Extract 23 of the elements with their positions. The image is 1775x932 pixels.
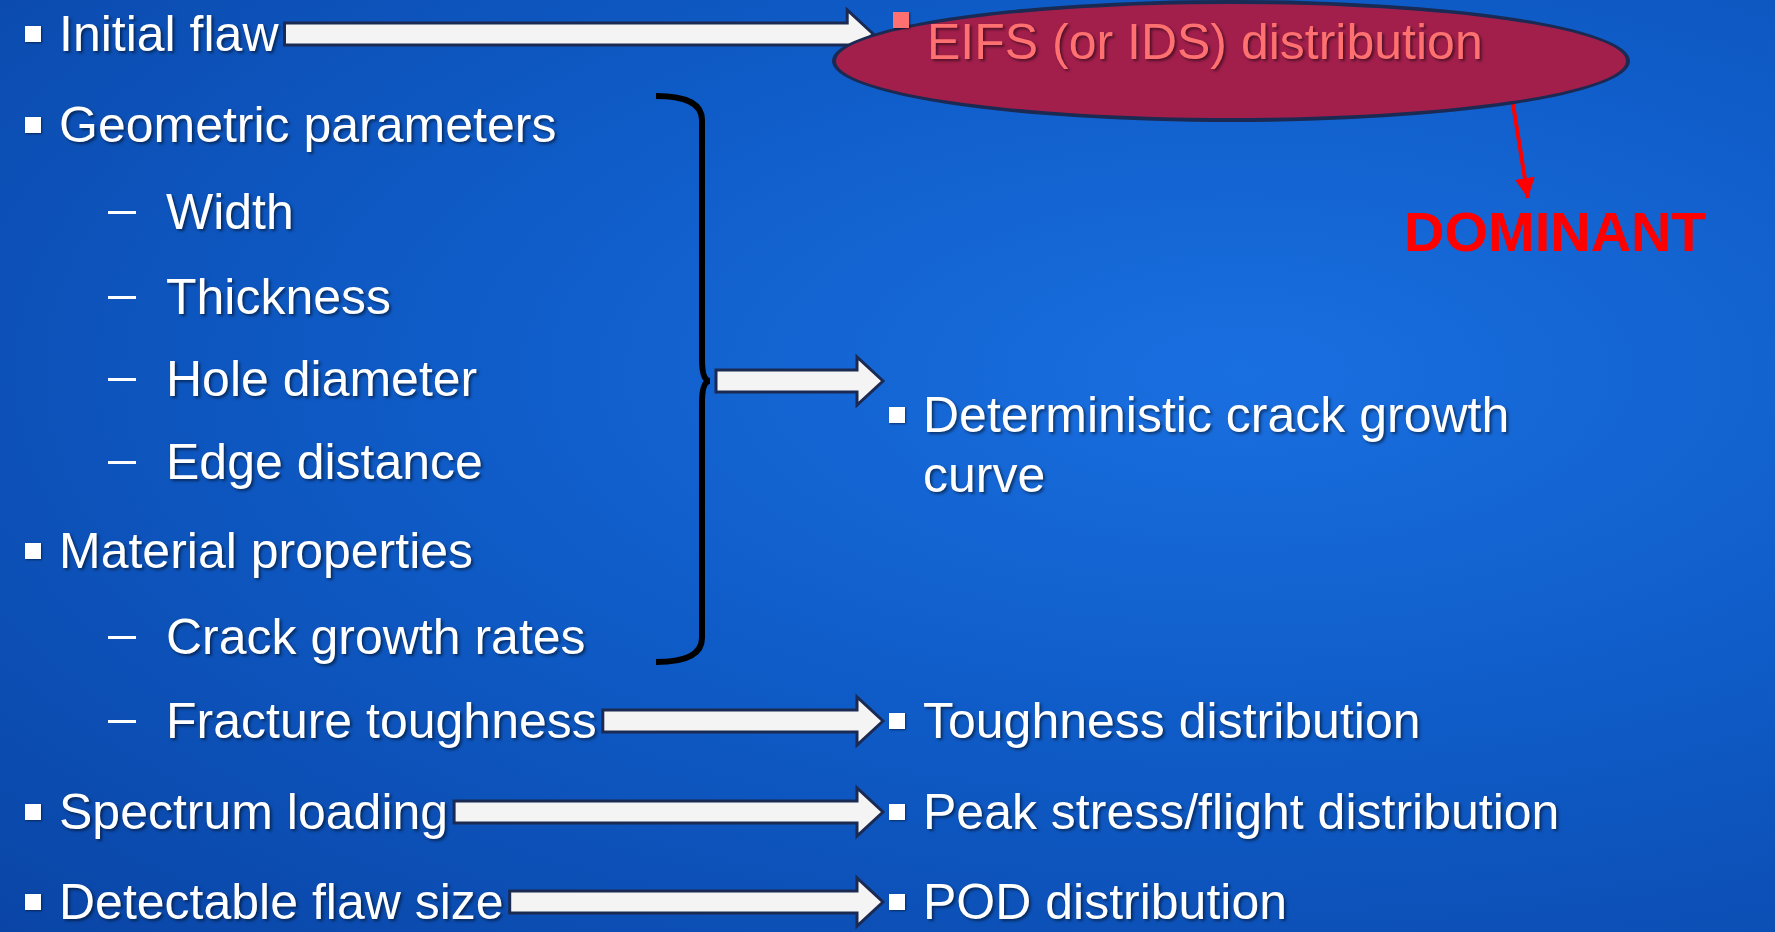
item-text: Spectrum loading: [59, 783, 449, 842]
block-arrow: [601, 693, 886, 749]
block-arrow: [508, 874, 886, 930]
item-text: Hole diameter: [166, 350, 478, 409]
item-text: Initial flaw: [59, 5, 279, 64]
item-text: Fracture toughness: [166, 692, 597, 751]
bracket: [655, 93, 713, 665]
item-text: Thickness: [166, 268, 392, 327]
item-text: Edge distance: [166, 433, 483, 492]
item-text: Width: [166, 183, 294, 242]
emphasis-label: DOMINANT: [1404, 200, 1706, 264]
arrow: [1511, 103, 1535, 199]
item-text: Peak stress/flight distribution: [923, 783, 1560, 842]
block-arrow: [714, 353, 886, 409]
item-text: Geometric parameters: [59, 96, 557, 155]
item-text: Detectable flaw size: [59, 873, 504, 932]
block-arrow: [452, 784, 886, 840]
item-text: Toughness distribution: [923, 692, 1421, 751]
item-text: POD distribution: [923, 873, 1288, 932]
item-text: Deterministic crack growth curve: [923, 386, 1511, 505]
item-text: Material properties: [59, 522, 474, 581]
item-text: EIFS (or IDS) distribution: [927, 13, 1483, 72]
item-text: Crack growth rates: [166, 608, 586, 667]
